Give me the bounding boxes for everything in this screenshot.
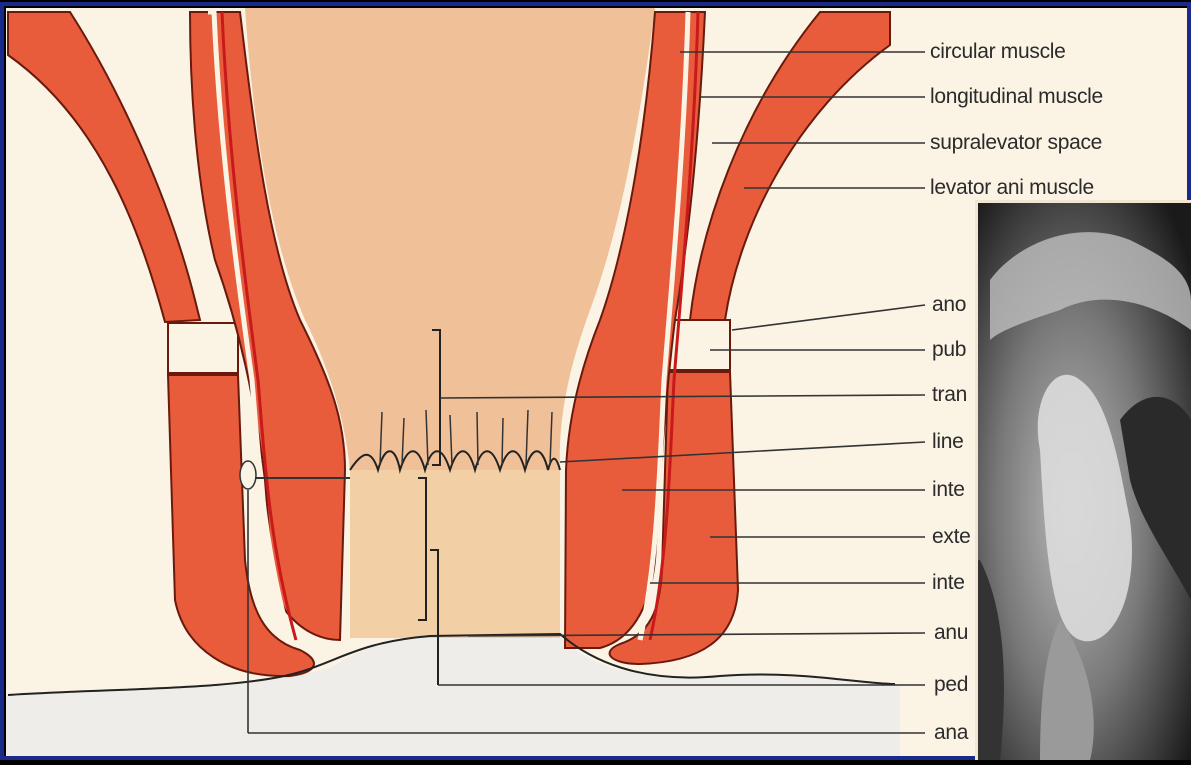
label-line: line <box>932 430 964 454</box>
label-longitudinal-muscle: longitudinal muscle <box>930 85 1103 109</box>
left-puborectalis-gap <box>168 323 238 373</box>
label-pub: pub <box>932 338 966 362</box>
mri-photo-icon <box>975 200 1191 760</box>
label-anu: anu <box>934 621 968 645</box>
label-supralevator-space: supralevator space <box>930 131 1102 155</box>
anal-gland <box>240 461 256 489</box>
label-inte-1: inte <box>932 478 965 502</box>
label-ped: ped <box>934 673 968 697</box>
label-ana: ana <box>934 721 968 745</box>
label-inte-2: inte <box>932 571 965 595</box>
label-exte: exte <box>932 525 971 549</box>
label-tran: tran <box>932 383 967 407</box>
label-levator-ani-muscle: levator ani muscle <box>930 176 1094 200</box>
label-ano: ano <box>932 293 966 317</box>
anal-canal <box>350 470 560 638</box>
label-circular-muscle: circular muscle <box>930 40 1066 64</box>
